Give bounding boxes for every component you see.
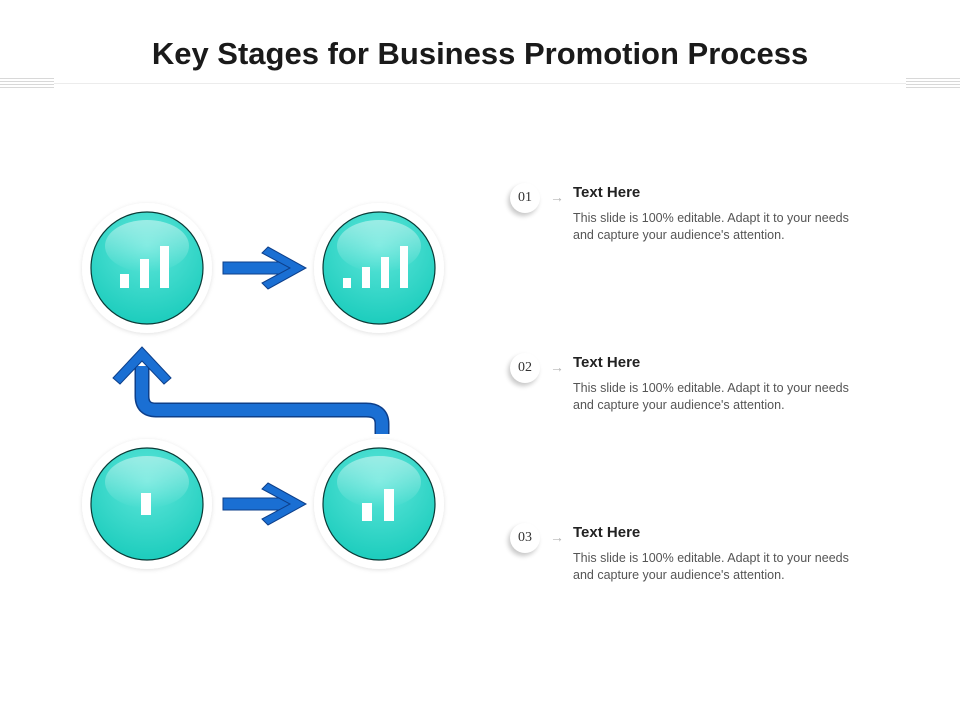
stage-description: This slide is 100% editable. Adapt it to… — [573, 211, 849, 242]
node-gloss — [337, 456, 421, 508]
header-rule — [54, 83, 906, 84]
stage-number-badge: 03 — [510, 523, 540, 553]
stage-description: This slide is 100% editable. Adapt it to… — [573, 551, 849, 582]
flow-arrow-right-icon — [222, 246, 308, 290]
arrow-right-icon: → — [550, 189, 564, 205]
stage-node — [314, 203, 444, 333]
header-rule-left — [0, 78, 54, 88]
arrow-right-icon: → — [550, 359, 564, 375]
stage-description: This slide is 100% editable. Adapt it to… — [573, 381, 849, 412]
node-gloss — [105, 456, 189, 508]
stage-item: 01 → Text Here This slide is 100% editab… — [508, 183, 928, 263]
page-title: Key Stages for Business Promotion Proces… — [151, 36, 809, 71]
bar-chart-3-icon — [120, 246, 169, 288]
stage-title: Text Here — [573, 524, 641, 541]
stage-number-badge: 02 — [510, 353, 540, 383]
bar-chart-1-icon — [141, 493, 151, 515]
stage-item: 02 → Text Here This slide is 100% editab… — [508, 353, 928, 433]
flow-arrow-right-icon — [222, 482, 308, 526]
stage-node — [82, 439, 212, 569]
stage-title: Text Here — [573, 184, 641, 201]
bar-chart-2-icon — [362, 489, 394, 521]
flow-arrow-return-icon — [112, 346, 390, 434]
node-gloss — [337, 220, 421, 272]
stage-node — [314, 439, 444, 569]
header-rule-right — [906, 78, 960, 88]
stage-item: 03 → Text Here This slide is 100% editab… — [508, 523, 928, 603]
bar-chart-4-icon — [343, 246, 408, 288]
stage-title: Text Here — [573, 354, 641, 371]
stage-number-badge: 01 — [510, 183, 540, 213]
arrow-right-icon: → — [550, 529, 564, 545]
stage-node — [82, 203, 212, 333]
